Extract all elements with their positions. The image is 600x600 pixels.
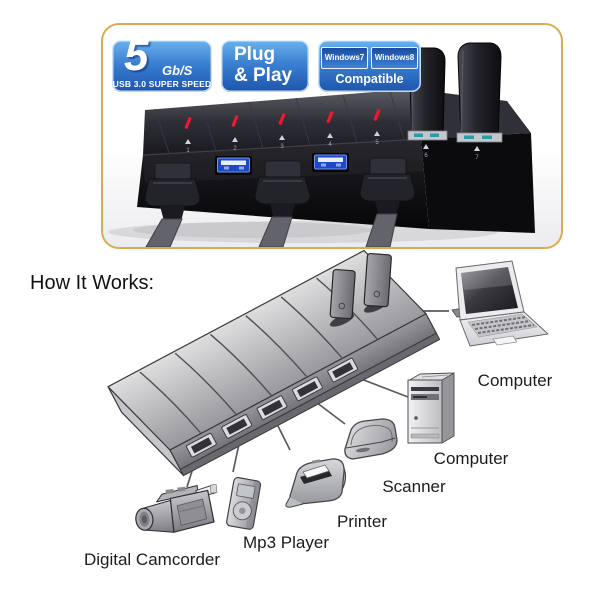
hub-base bbox=[179, 332, 441, 477]
port-markers: 1 2 3 4 5 bbox=[185, 131, 380, 154]
mp3-player-illustration bbox=[226, 476, 262, 530]
windows7-box: Windows7 bbox=[321, 46, 368, 69]
led-indicator bbox=[184, 117, 192, 129]
label-scanner: Scanner bbox=[382, 477, 446, 496]
badge-windows-compatible: Windows7 Windows8 Compatible bbox=[318, 40, 421, 92]
label-mp3-player: Mp3 Player bbox=[243, 533, 329, 552]
port-number-label: 5 bbox=[375, 140, 379, 146]
windows8-box: Windows8 bbox=[371, 46, 418, 69]
led-indicators bbox=[184, 109, 381, 129]
camcorder-illustration bbox=[135, 484, 218, 533]
flash-drive-illustration bbox=[329, 268, 356, 320]
scanner-illustration bbox=[344, 418, 398, 460]
laptop-illustration bbox=[451, 260, 549, 347]
hub-photo: 1 2 3 4 5 bbox=[108, 42, 535, 247]
hub-port bbox=[327, 357, 359, 383]
hub-port bbox=[291, 376, 323, 402]
badge-speed-subtitle: USB 3.0 SUPER SPEED bbox=[112, 79, 212, 89]
hub-port bbox=[221, 414, 253, 439]
hub-port bbox=[256, 395, 288, 420]
badge-usb-speed: 5 Gb/S USB 3.0 SUPER SPEED bbox=[112, 40, 212, 92]
port-number-label: 3 bbox=[280, 144, 284, 150]
led-indicator bbox=[231, 115, 239, 127]
printer-illustration bbox=[285, 458, 347, 508]
flash-drive-port7: 7 bbox=[456, 42, 503, 161]
led-indicator bbox=[278, 113, 286, 125]
panel-seams bbox=[154, 90, 405, 154]
hub-right-block-front bbox=[421, 133, 535, 233]
label-digital-camcorder: Digital Camcorder bbox=[83, 550, 221, 569]
badge-plug-line2: & Play bbox=[234, 65, 293, 86]
how-it-works-diagram bbox=[107, 250, 549, 533]
usb-hub-photo: 1 2 3 4 5 bbox=[108, 42, 535, 247]
port-number-label: 7 bbox=[475, 155, 479, 161]
usb-port-blue-2 bbox=[215, 156, 252, 175]
hub-port bbox=[186, 432, 217, 458]
hero-photo-frame: 1 2 3 4 5 bbox=[101, 23, 563, 249]
port-number-label: 4 bbox=[328, 142, 332, 148]
port-number-label: 6 bbox=[424, 153, 428, 159]
usb-cable-port1 bbox=[144, 162, 201, 247]
port-number-label: 1 bbox=[186, 148, 190, 154]
port-number-label: 2 bbox=[233, 146, 237, 152]
led-indicator bbox=[326, 111, 334, 123]
badge-speed-number: 5 bbox=[124, 40, 149, 80]
tower-computer-illustration bbox=[407, 372, 455, 444]
hub-illustration bbox=[107, 250, 441, 477]
badge-speed-unit: Gb/S bbox=[162, 63, 193, 78]
led-indicator bbox=[373, 109, 381, 121]
badge-windows-subtitle: Compatible bbox=[335, 71, 404, 86]
usb-cable-port5 bbox=[359, 157, 416, 247]
usb-cable-port3 bbox=[254, 160, 311, 247]
badge-plug-line1: Plug bbox=[234, 44, 276, 66]
label-tower-computer: Computer bbox=[433, 449, 509, 468]
badge-plug-and-play: Plug & Play bbox=[221, 40, 309, 92]
hub-front-ports bbox=[186, 357, 359, 458]
usb-port-blue-4 bbox=[312, 153, 349, 172]
label-printer: Printer bbox=[336, 512, 388, 531]
label-laptop-computer: Computer bbox=[477, 371, 553, 390]
how-it-works-title: How It Works: bbox=[30, 272, 155, 294]
flash-drive-illustration bbox=[363, 252, 392, 308]
